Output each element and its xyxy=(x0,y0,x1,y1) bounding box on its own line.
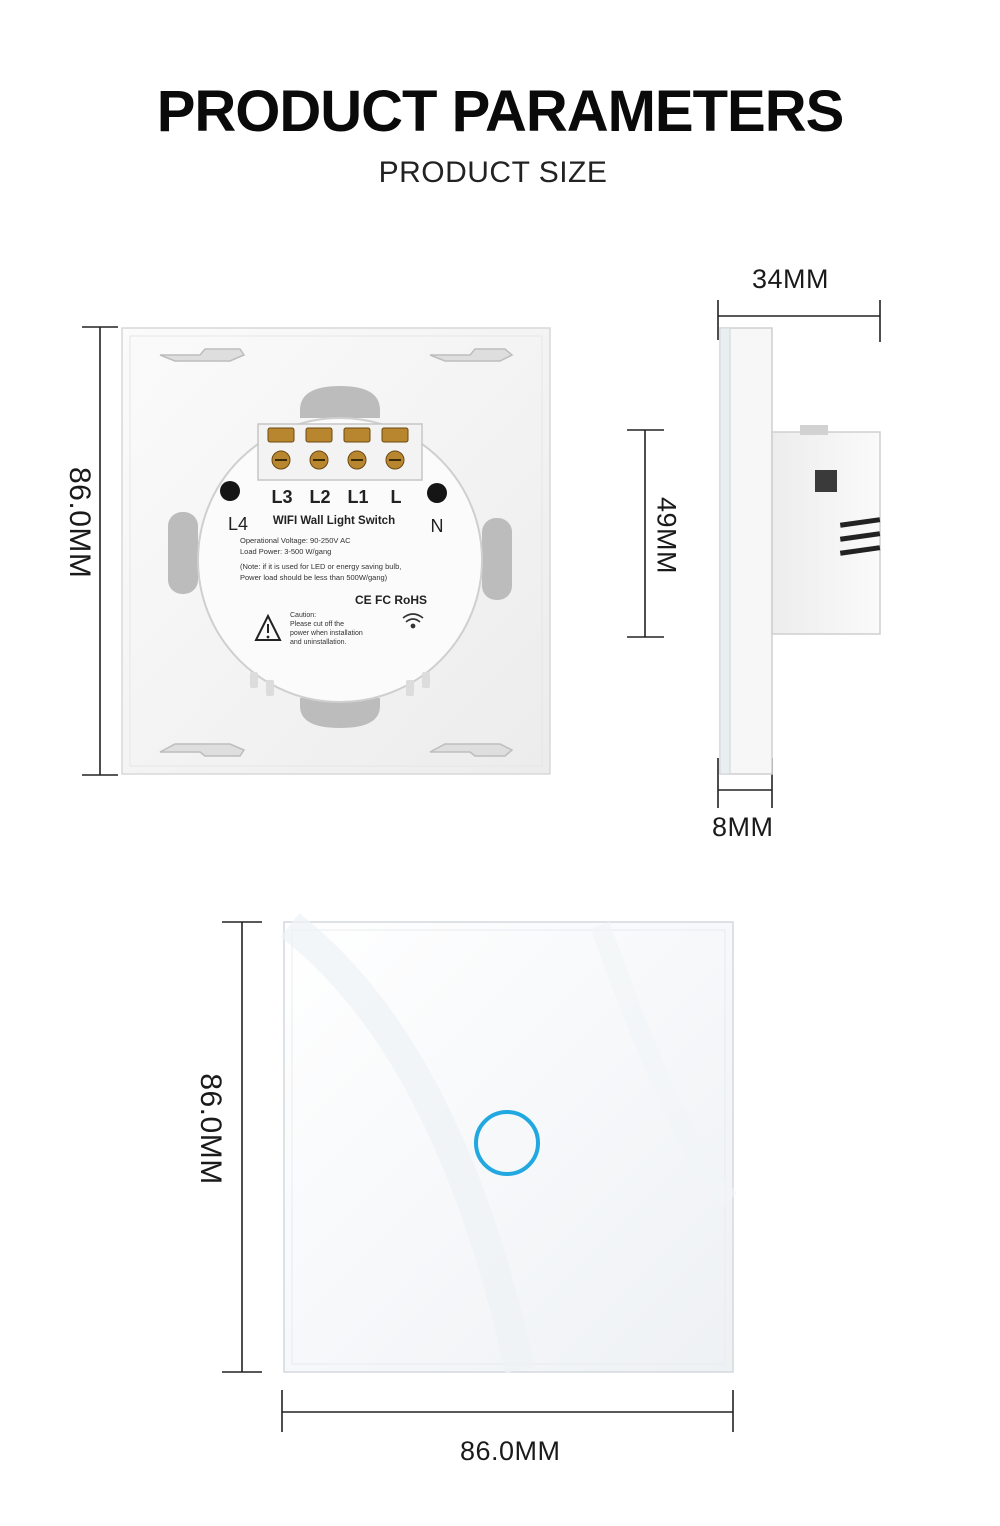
terminal-label-l4: L4 xyxy=(228,514,248,534)
page-title: PRODUCT PARAMETERS xyxy=(156,79,845,144)
top-screw-slot xyxy=(300,386,380,418)
side-depth-dimension-line xyxy=(717,300,881,342)
warning-icon xyxy=(254,613,282,641)
front-width-label: 86.0MM xyxy=(460,1436,561,1466)
terminal-label-n: N xyxy=(431,516,444,536)
left-screw-slot xyxy=(168,512,198,594)
caution-line-3: power when installation xyxy=(290,630,363,637)
terminal-label-l: L xyxy=(391,487,402,507)
side-body-height-label: 49MM xyxy=(651,496,682,574)
caution-line-2: Please cut off the xyxy=(290,621,344,628)
front-height-label: 86.0MM xyxy=(194,1073,227,1185)
back-height-dimension-line xyxy=(82,326,118,776)
spec-load: Load Power: 3-500 W/gang xyxy=(240,547,331,556)
terminal-label-l2: L2 xyxy=(309,487,330,507)
page-subtitle: PRODUCT SIZE xyxy=(378,156,608,189)
spec-note: (Note: if it is used for LED or energy s… xyxy=(240,562,401,571)
wifi-icon xyxy=(402,613,424,629)
side-view xyxy=(627,300,881,808)
side-body xyxy=(771,431,881,635)
caution-line-1: Caution: xyxy=(290,612,316,619)
back-height-label: 86.0MM xyxy=(63,467,96,579)
caution-line-4: and uninstallation. xyxy=(290,639,346,646)
back-view: L3 L2 L1 L L4 N WIFI Wall Light Switch O… xyxy=(82,326,551,776)
spec-voltage: Operational Voltage: 90-250V AC xyxy=(240,536,351,545)
product-name-label: WIFI Wall Light Switch xyxy=(273,515,395,527)
terminal-label-l1: L1 xyxy=(347,487,368,507)
front-height-dimension-line xyxy=(222,921,262,1373)
terminal-screws xyxy=(267,427,409,470)
right-screw-slot xyxy=(482,518,512,600)
side-thickness-label: 8MM xyxy=(712,812,774,842)
touch-button-ring xyxy=(474,1110,540,1176)
spec-note-2: Power load should be less than 500W/gang… xyxy=(240,573,388,582)
front-view xyxy=(222,913,738,1432)
terminal-label-l3: L3 xyxy=(271,487,292,507)
side-depth-label: 34MM xyxy=(752,264,830,294)
bottom-screw-slot xyxy=(300,698,380,728)
front-width-dimension-line xyxy=(281,1390,734,1432)
certification-marks: CE FC RoHS xyxy=(355,593,427,607)
side-body-dimension-line xyxy=(627,429,664,638)
